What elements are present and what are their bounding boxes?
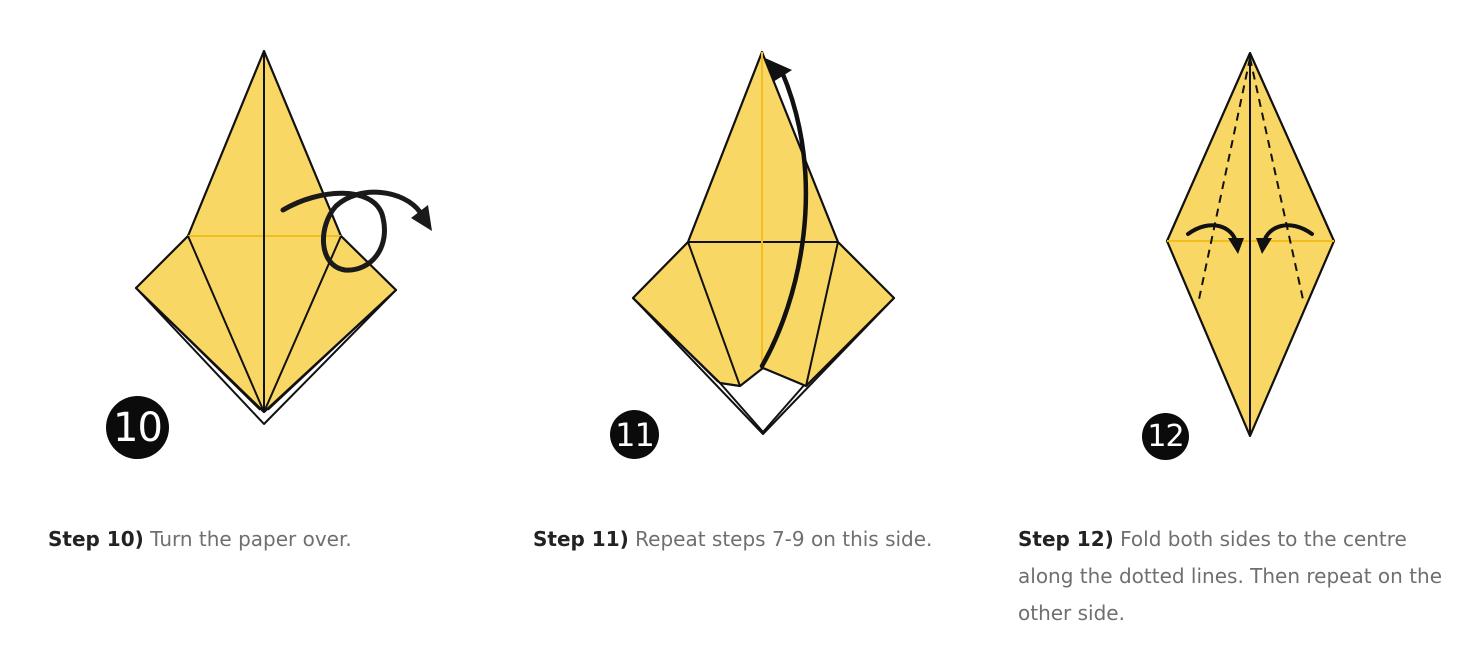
step-label: Step 12) — [1018, 527, 1114, 551]
step-label: Step 10) — [48, 527, 144, 551]
step-caption: Step 12) Fold both sides to the centre a… — [1018, 521, 1454, 632]
step-number: 12 — [1147, 419, 1184, 454]
step-text: Repeat steps 7-9 on this side. — [635, 527, 933, 551]
step-label: Step 11) — [533, 527, 629, 551]
step-number-badge: 11 — [610, 410, 659, 459]
step-text: Turn the paper over. — [150, 527, 352, 551]
paper-shape — [134, 49, 398, 414]
step-12-diagram — [1165, 51, 1336, 438]
fold-in-arrow-left-icon — [1186, 223, 1244, 254]
step-number: 11 — [615, 415, 655, 454]
step-10-diagram — [134, 49, 432, 425]
fold-up-arrow-icon — [759, 58, 809, 369]
step-caption: Step 10) Turn the paper over. — [48, 521, 458, 558]
step-caption: Step 11) Repeat steps 7-9 on this side. — [533, 521, 943, 558]
step-12: 12 Step 12) Fold both sides to the centr… — [970, 0, 1457, 660]
turn-over-arrow-icon — [280, 189, 432, 273]
step-number-badge: 12 — [1142, 413, 1189, 460]
fold-in-arrow-right-icon — [1256, 223, 1314, 254]
step-11-diagram — [631, 50, 896, 435]
step-text: Fold both sides to the centre along the … — [1018, 527, 1443, 625]
paper-shape — [631, 50, 896, 388]
step-10: 10 Step 10) Turn the paper over. — [0, 0, 460, 660]
step-11: 11 Step 11) Repeat steps 7-9 on this sid… — [485, 0, 945, 660]
step-number: 10 — [113, 404, 163, 451]
step-number-badge: 10 — [106, 396, 169, 459]
